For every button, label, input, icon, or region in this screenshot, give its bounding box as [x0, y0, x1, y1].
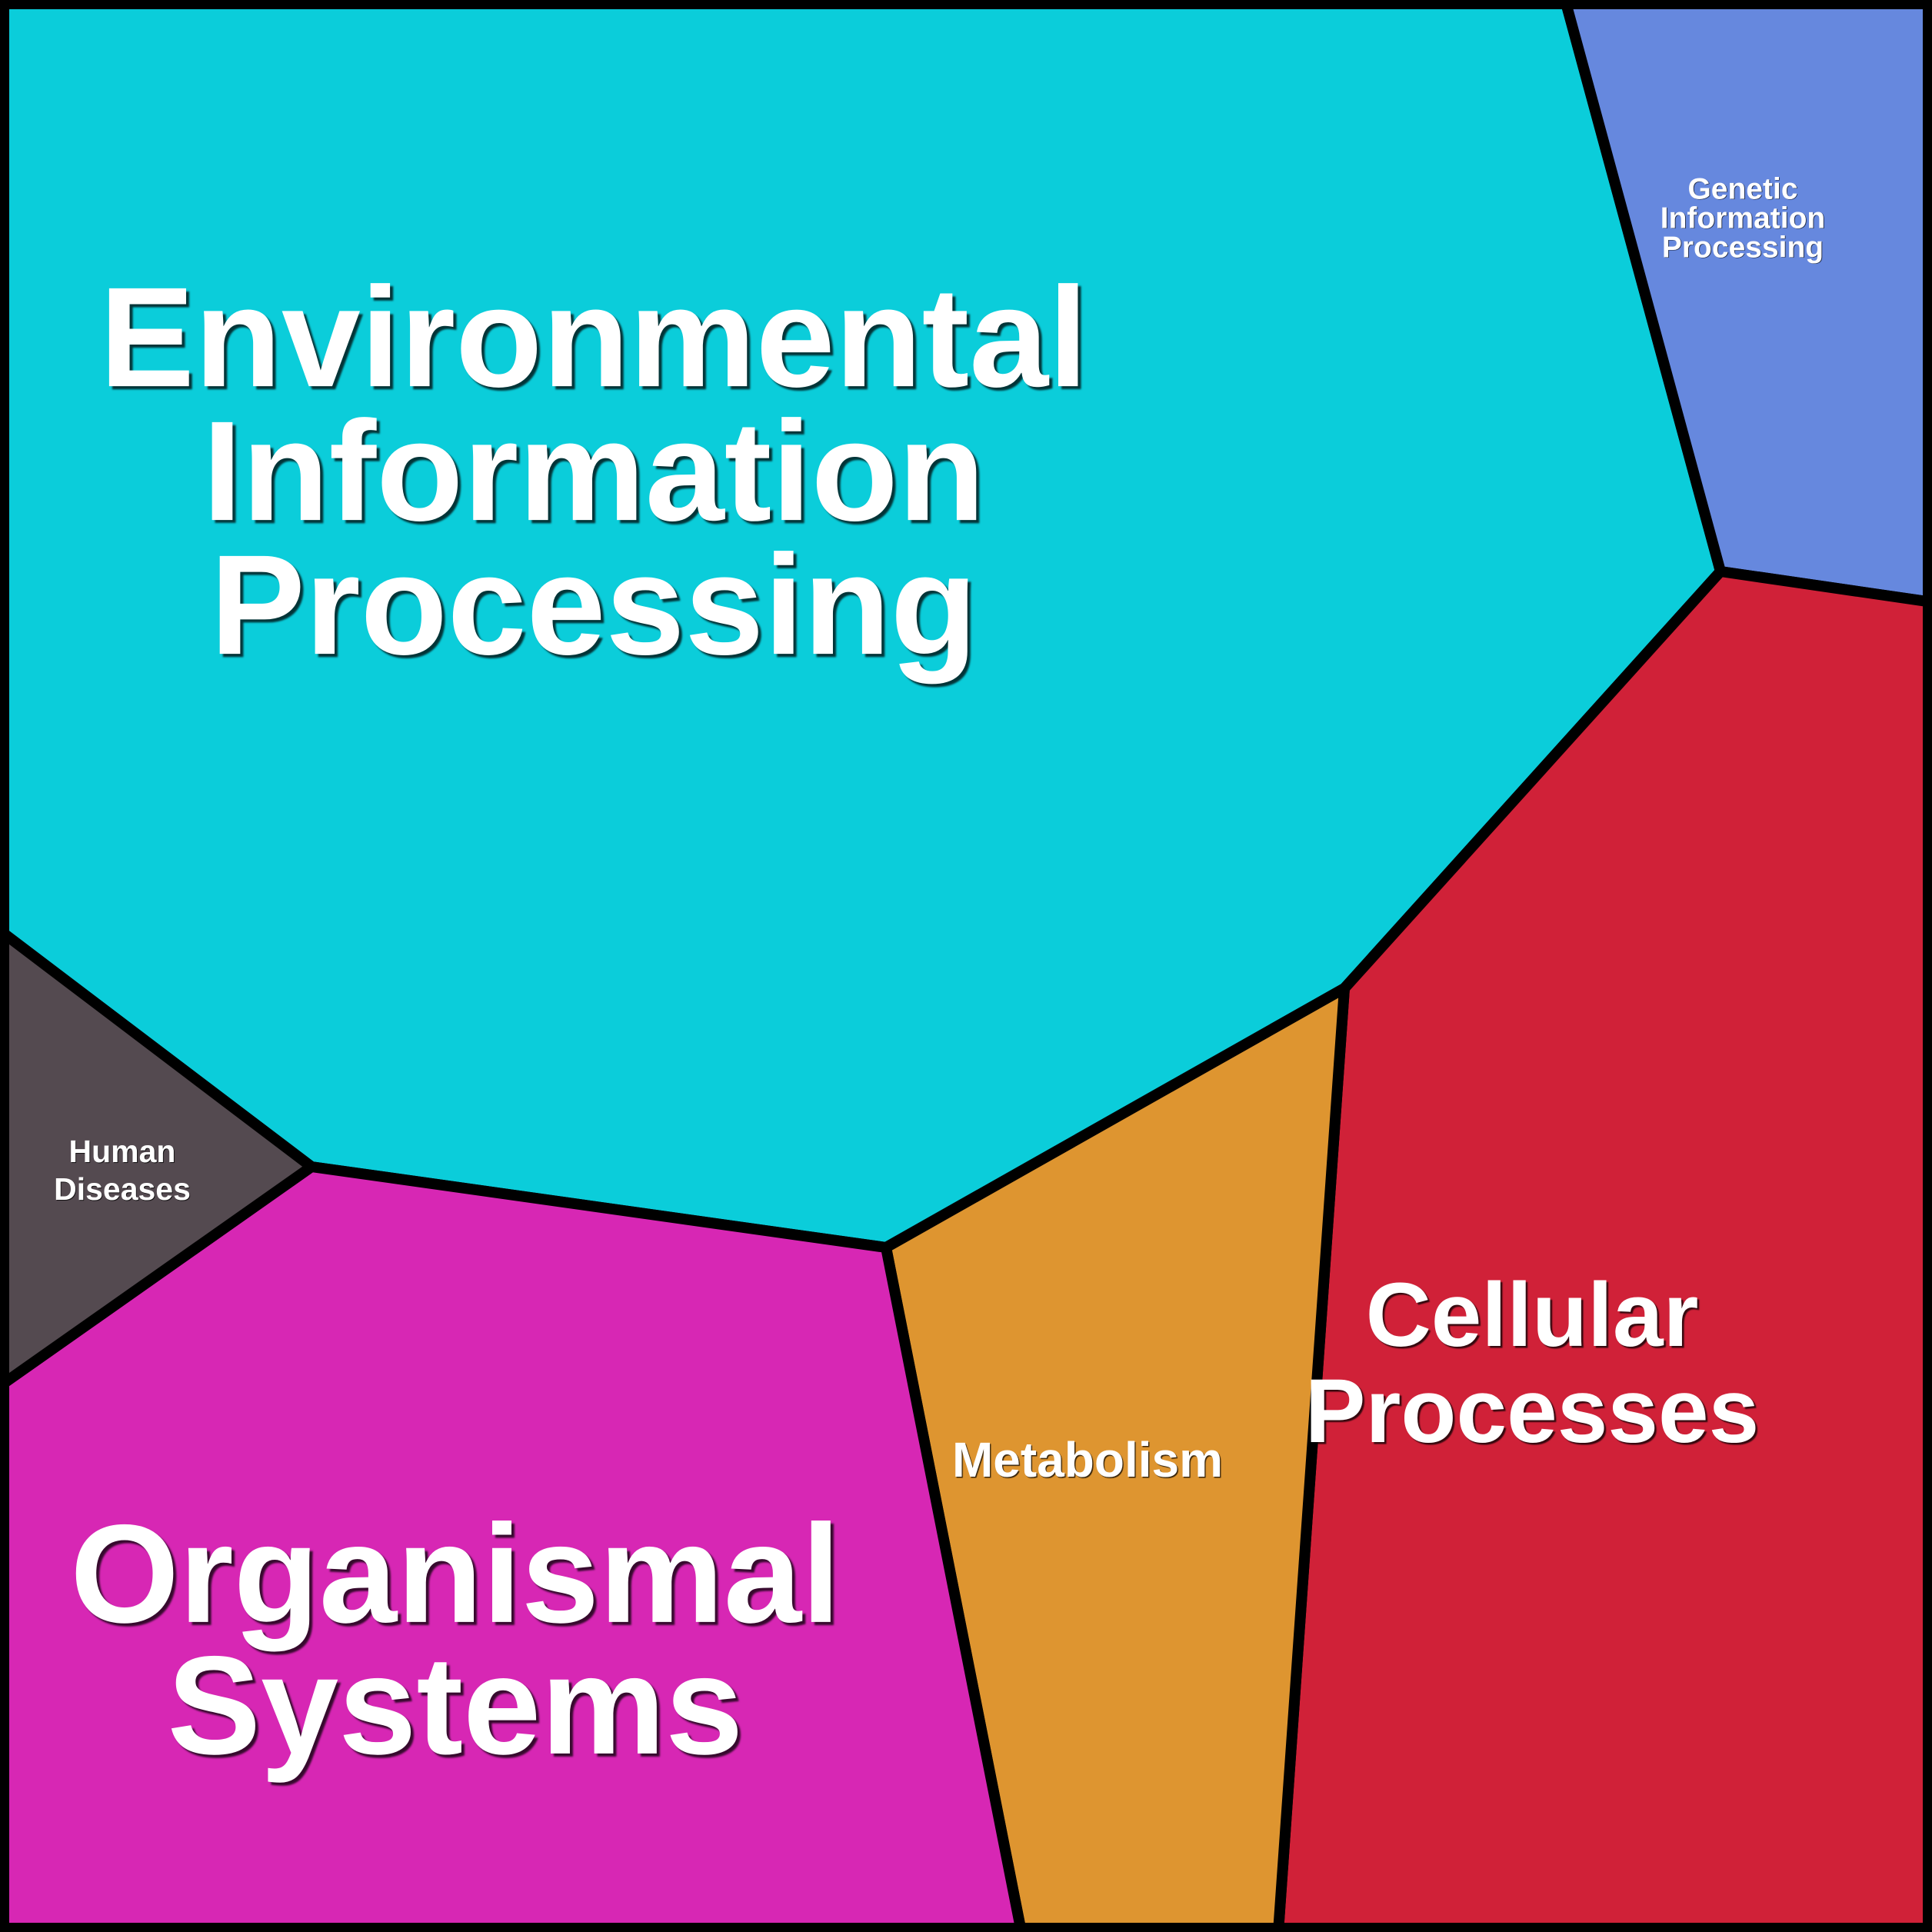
region-human-diseases	[0, 924, 321, 1393]
region-cellular-processes	[1272, 565, 1932, 1932]
region-metabolism	[880, 978, 1351, 1932]
region-genetic-information-processing	[1559, 0, 1932, 608]
